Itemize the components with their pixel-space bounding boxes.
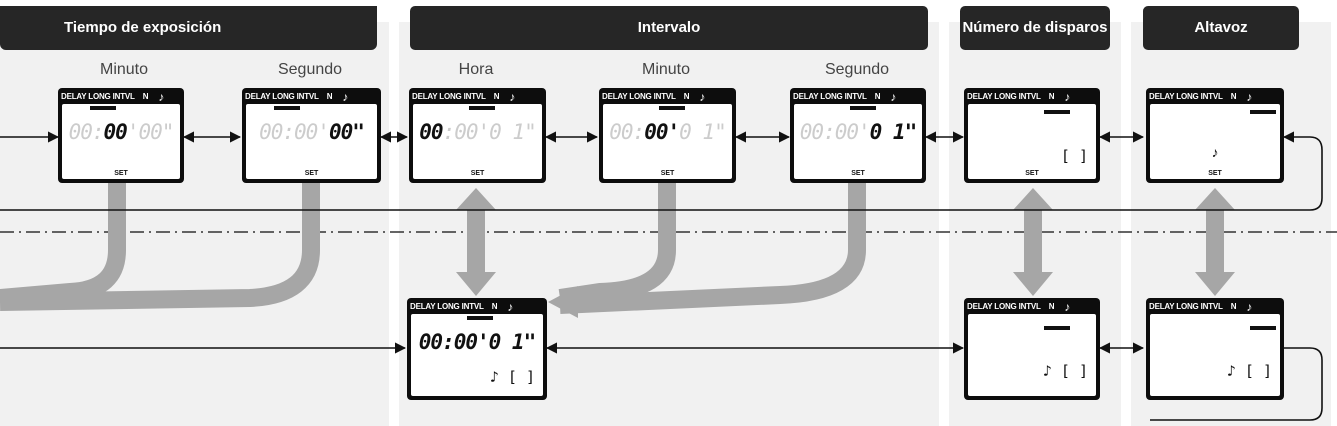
gray-flow-arrows	[0, 183, 866, 314]
time-display: 00:00'00"	[68, 120, 175, 144]
mode-labels: DELAY LONG INTVL	[61, 92, 135, 101]
mode-n: N	[1230, 302, 1237, 311]
lcd-shots: DELAY LONG INTVL N ♪ [ ] SET	[964, 88, 1100, 183]
header-interval: Intervalo	[410, 6, 928, 50]
label-interval-hour: Hora	[458, 61, 494, 78]
mode-n: N	[142, 92, 149, 101]
note-icon: ♪	[507, 299, 514, 314]
mode-labels: DELAY LONG INTVL	[793, 92, 867, 101]
header-exposure: Tiempo de exposición	[0, 6, 377, 50]
set-label: SET	[1208, 170, 1222, 177]
mode-labels: DELAY LONG INTVL	[1149, 92, 1223, 101]
time-display: 00:00'0 1"	[419, 120, 536, 144]
note-icon: ♪	[342, 89, 349, 104]
set-label: SET	[304, 170, 319, 177]
set-label: SET	[851, 170, 865, 177]
mode-n: N	[1048, 302, 1055, 311]
mode-labels: DELAY LONG INTVL	[602, 92, 676, 101]
header-speaker: Altavoz	[1143, 6, 1299, 50]
note-icon: ♪	[699, 89, 706, 104]
set-label: SET	[470, 170, 485, 177]
speaker-shots-indicator: ♪ [ ]	[1042, 362, 1088, 380]
lcd-interval-second: DELAY LONG INTVL N ♪ 00:00'0 1" SET	[790, 88, 926, 183]
time-display: 00:00'0 1"	[609, 120, 726, 144]
mode-labels: DELAY LONG INTVL	[410, 302, 484, 311]
mode-n: N	[1048, 92, 1055, 101]
note-icon: ♪	[158, 89, 165, 104]
set-label: SET	[114, 170, 128, 177]
lcd-shots-bottom: DELAY LONG INTVL N ♪ ♪ [ ]	[964, 298, 1100, 400]
shots-counter: [ ]	[1060, 147, 1088, 165]
speaker-note-icon: ♪	[1211, 144, 1219, 160]
time-display: 00:00'0 1"	[418, 330, 536, 354]
lcd-speaker: DELAY LONG INTVL N ♪ ♪ SET	[1146, 88, 1284, 183]
note-icon: ♪	[890, 89, 897, 104]
time-display: 00:00'00"	[259, 120, 365, 144]
label-interval-second: Segundo	[824, 61, 890, 78]
selection-bar	[659, 106, 685, 110]
mode-n: N	[1230, 92, 1237, 101]
selection-bar	[90, 106, 116, 110]
note-icon: ♪	[509, 89, 516, 104]
lcd-interval-minute: DELAY LONG INTVL N ♪ 00:00'0 1" SET	[599, 88, 736, 183]
header-shots: Número de disparos	[960, 6, 1110, 50]
selection-bar	[1250, 110, 1276, 114]
lcd-speaker-bottom: DELAY LONG INTVL N ♪ ♪ [ ]	[1146, 298, 1284, 400]
note-icon: ♪	[1064, 299, 1071, 314]
selection-bar	[274, 106, 300, 110]
mode-n: N	[874, 92, 881, 101]
mode-labels: DELAY LONG INTVL	[245, 92, 319, 101]
label-exposure-second: Segundo	[277, 61, 343, 78]
speaker-shots-indicator: ♪ [ ]	[489, 368, 535, 386]
mode-n: N	[491, 302, 498, 311]
lcd-exposure-second: DELAY LONG INTVL N ♪ 00:00'00" SET	[242, 88, 381, 183]
label-interval-minute: Minuto	[641, 61, 691, 78]
set-label: SET	[660, 170, 675, 177]
label-exposure-minute: Minuto	[99, 61, 149, 78]
gray-arrowhead-combined	[548, 286, 578, 318]
selection-bar	[467, 316, 493, 320]
lcd-exposure-minute: DELAY LONG INTVL N ♪ 00:00'00" SET	[58, 88, 184, 183]
mode-n: N	[683, 92, 690, 101]
selection-bar	[850, 106, 876, 110]
mode-labels: DELAY LONG INTVL	[967, 302, 1041, 311]
note-icon: ♪	[1246, 299, 1253, 314]
mode-n: N	[493, 92, 500, 101]
mode-n: N	[326, 92, 333, 101]
mode-labels: DELAY LONG INTVL	[1149, 302, 1223, 311]
selection-bar	[469, 106, 495, 110]
gray-double-arrows	[456, 188, 1235, 296]
mode-labels: DELAY LONG INTVL	[412, 92, 486, 101]
note-icon: ♪	[1246, 89, 1253, 104]
set-label: SET	[1025, 170, 1039, 177]
lcd-interval-combined: DELAY LONG INTVL N ♪ 00:00'0 1" ♪ [ ]	[407, 298, 547, 400]
selection-bar	[1250, 326, 1276, 330]
selection-bar	[1044, 326, 1070, 330]
speaker-shots-indicator: ♪ [ ]	[1226, 362, 1272, 380]
mode-labels: DELAY LONG INTVL	[967, 92, 1041, 101]
lcd-interval-hour: DELAY LONG INTVL N ♪ 00:00'0 1" SET	[409, 88, 546, 183]
note-icon: ♪	[1064, 89, 1071, 104]
time-display: 00:00'0 1"	[799, 120, 917, 144]
selection-bar	[1044, 110, 1070, 114]
